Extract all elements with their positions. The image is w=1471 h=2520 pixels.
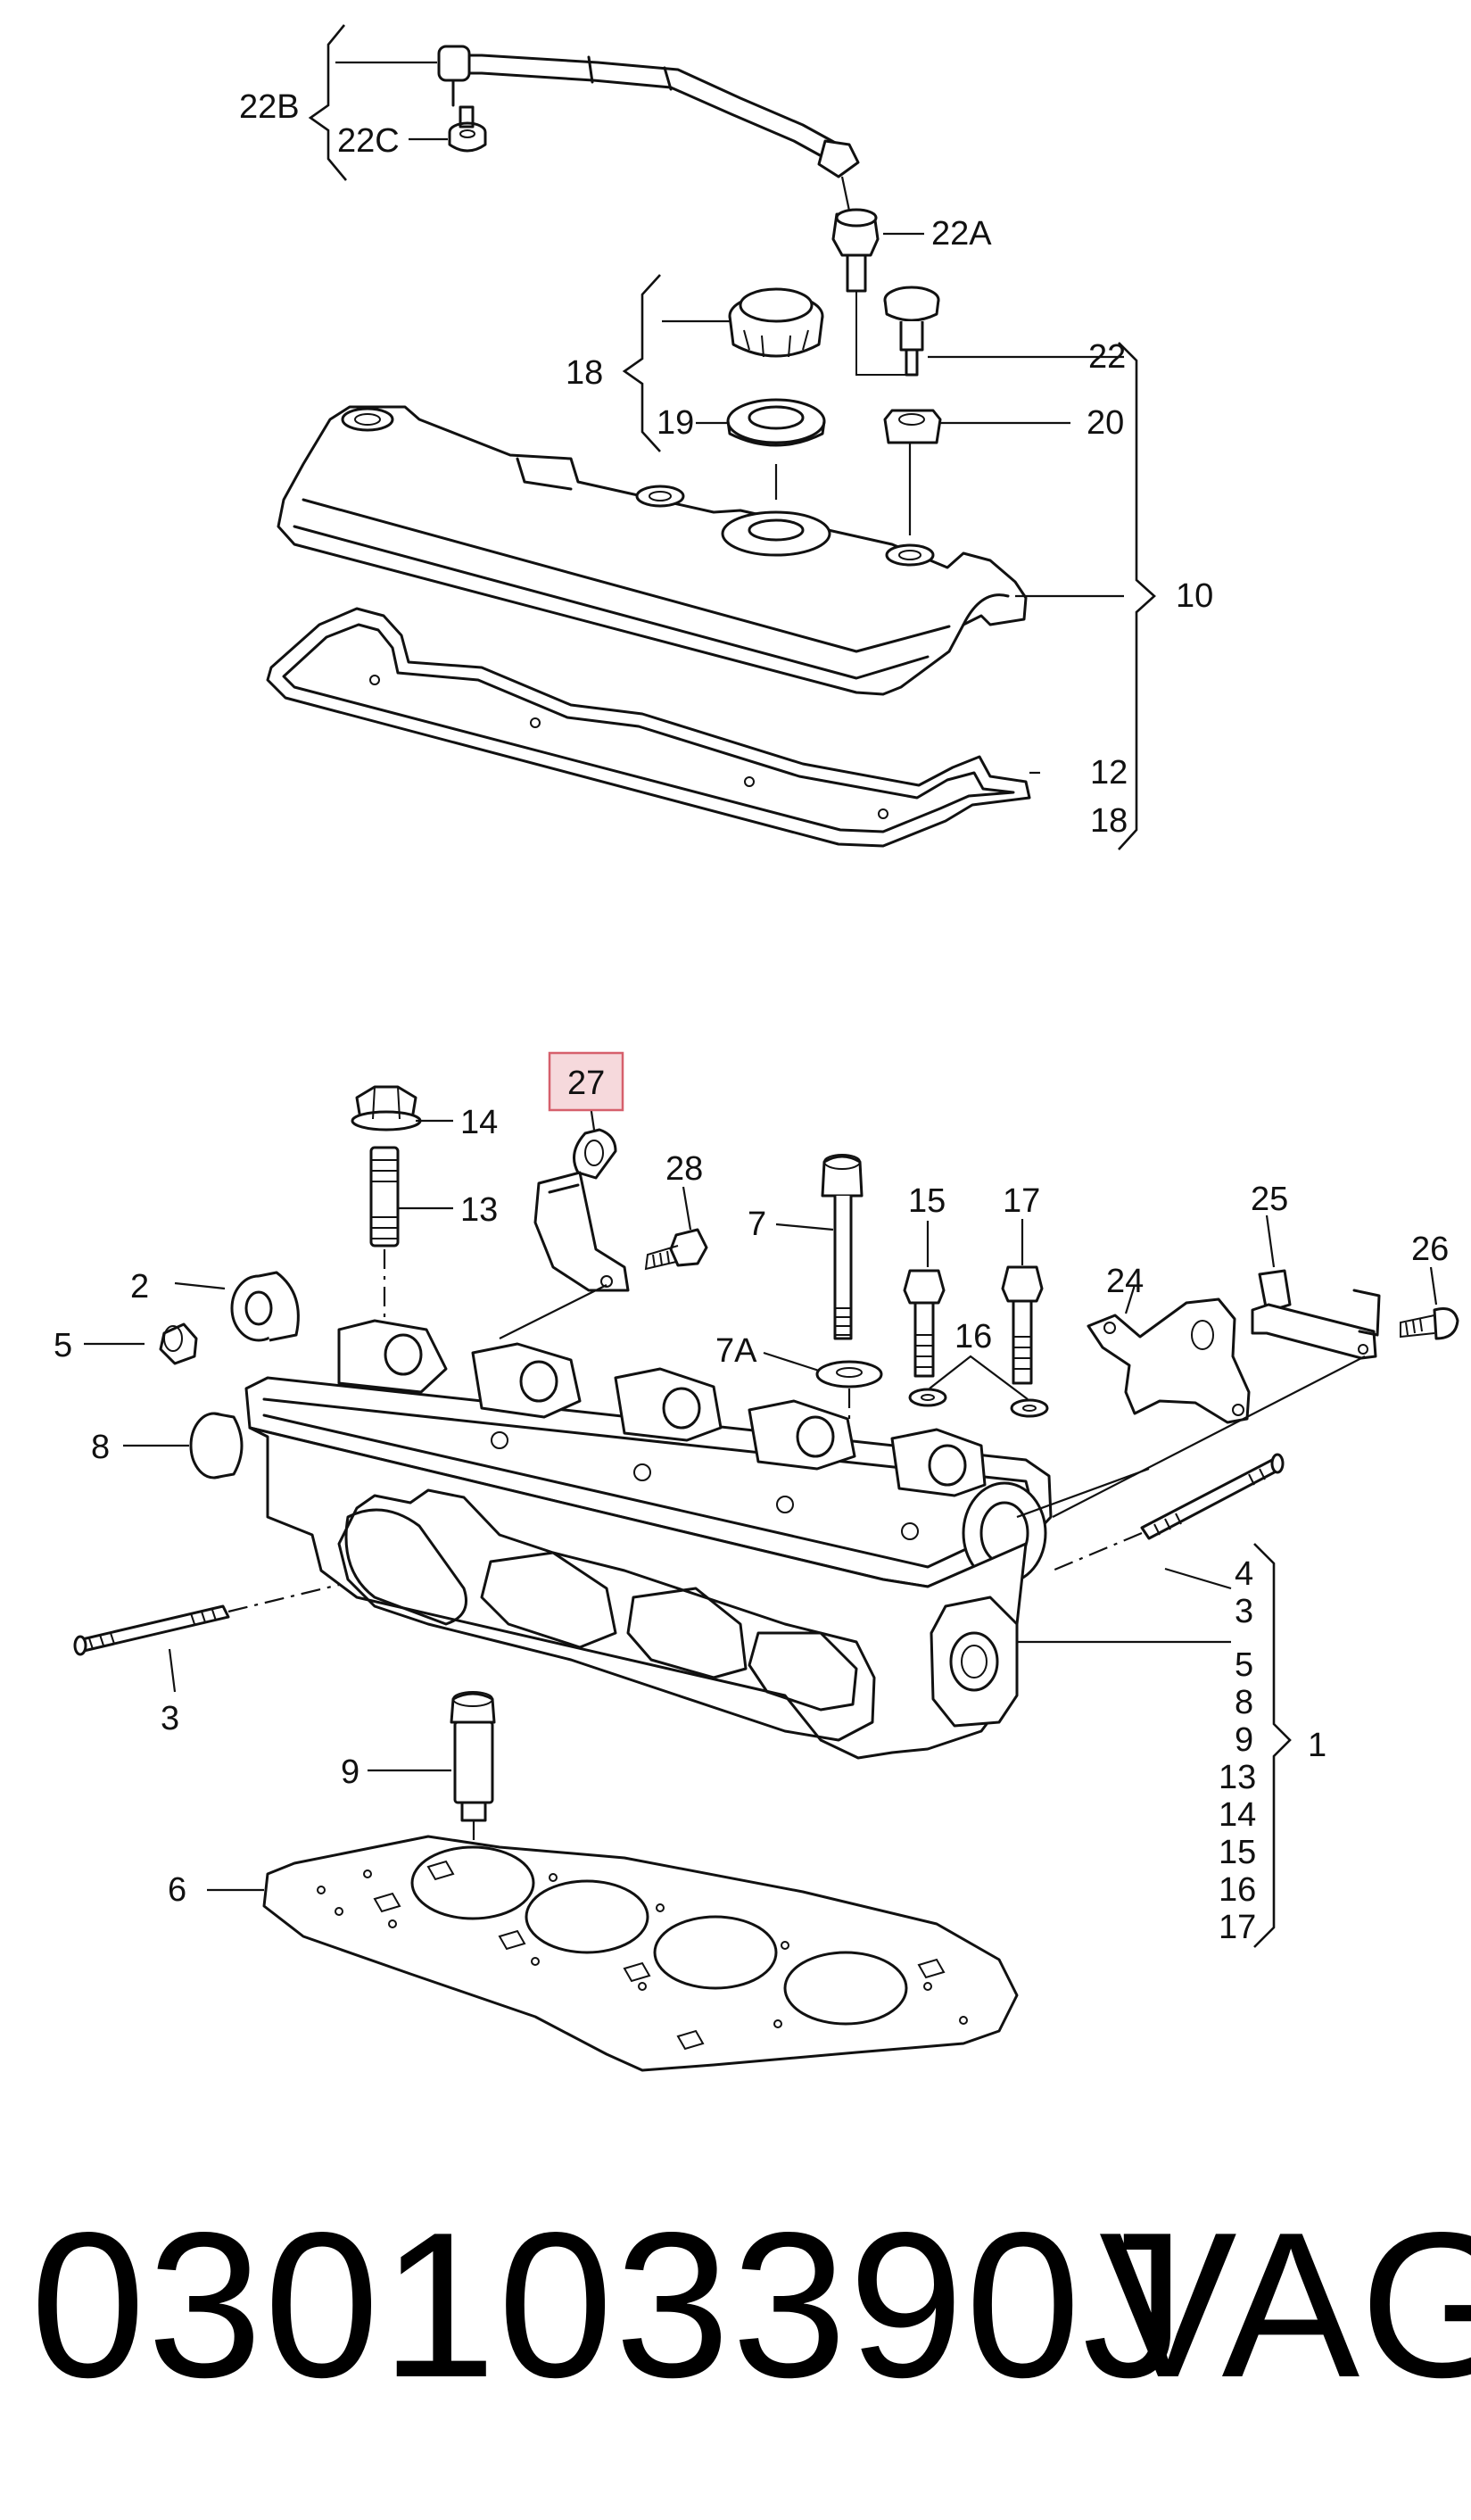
callout-22c: 22C bbox=[337, 122, 400, 160]
valve-guide-9 bbox=[450, 1691, 496, 1856]
bracket-24 bbox=[1087, 1297, 1251, 1424]
callout-2: 2 bbox=[130, 1268, 149, 1306]
callout-17: 17 bbox=[1003, 1182, 1040, 1220]
gasket-19 bbox=[726, 398, 826, 447]
grommet-20 bbox=[883, 409, 942, 444]
callout-5-right: 5 bbox=[1235, 1646, 1253, 1684]
callout-3-right: 3 bbox=[1235, 1593, 1253, 1630]
callout-18-upper: 18 bbox=[566, 354, 603, 392]
valve-cover-10 bbox=[277, 405, 1028, 696]
callout-12: 12 bbox=[1090, 754, 1128, 792]
callout-9: 9 bbox=[341, 1753, 359, 1791]
breather-plug-22 bbox=[883, 286, 940, 377]
bracket-25 bbox=[1251, 1269, 1381, 1360]
breather-hose-assembly bbox=[437, 45, 860, 211]
brand-name: VAG bbox=[1099, 2190, 1471, 2421]
callout-3-left: 3 bbox=[161, 1700, 179, 1737]
callout-15-right: 15 bbox=[1219, 1834, 1256, 1871]
bolt-15 bbox=[903, 1269, 946, 1378]
callout-8-right: 8 bbox=[1235, 1684, 1253, 1721]
bolt-7 bbox=[821, 1154, 864, 1340]
top-braces bbox=[308, 24, 1156, 850]
washers-16 bbox=[908, 1388, 1049, 1418]
callout-9-right: 9 bbox=[1235, 1721, 1253, 1759]
callout-15: 15 bbox=[908, 1182, 946, 1220]
callout-22b: 22B bbox=[239, 88, 300, 126]
top-leader-lines bbox=[335, 61, 1124, 775]
bottom-leader-lines bbox=[84, 1081, 1438, 1892]
nut-14 bbox=[351, 1085, 422, 1132]
head-gasket-6 bbox=[262, 1835, 1019, 2072]
callout-14: 14 bbox=[460, 1104, 498, 1141]
lifting-eye-27 bbox=[533, 1128, 630, 1292]
callout-19: 19 bbox=[657, 404, 694, 442]
oil-filler-cap-18 bbox=[728, 287, 824, 358]
highlight-box-27 bbox=[548, 1051, 624, 1112]
callout-1: 1 bbox=[1308, 1727, 1326, 1764]
callout-13-right: 13 bbox=[1219, 1759, 1256, 1796]
callout-17-right: 17 bbox=[1219, 1909, 1256, 1946]
stud-3-left bbox=[73, 1583, 340, 1656]
callout-5: 5 bbox=[54, 1327, 72, 1364]
callout-24: 24 bbox=[1106, 1263, 1144, 1300]
callout-27: 27 bbox=[567, 1065, 605, 1102]
callout-22: 22 bbox=[1088, 338, 1126, 376]
bolt-17 bbox=[1001, 1265, 1044, 1385]
sleeve-5 bbox=[159, 1322, 198, 1365]
part-number: 030103390J bbox=[30, 2190, 1188, 2421]
callout-8: 8 bbox=[91, 1429, 110, 1466]
bottom-brace bbox=[1253, 1543, 1292, 1948]
callout-7a: 7A bbox=[715, 1332, 757, 1370]
stud-4-right bbox=[1052, 1453, 1285, 1572]
callout-14-right: 14 bbox=[1219, 1796, 1256, 1834]
callout-22a: 22A bbox=[931, 215, 992, 253]
callout-4-right: 4 bbox=[1235, 1555, 1253, 1593]
breather-valve-22a bbox=[831, 208, 910, 376]
cylinder-head-1 bbox=[244, 1319, 1053, 1760]
callout-25: 25 bbox=[1251, 1181, 1288, 1218]
callout-6: 6 bbox=[168, 1871, 186, 1909]
seal-2 bbox=[230, 1271, 300, 1342]
callout-16-right: 16 bbox=[1219, 1871, 1256, 1909]
stud-13 bbox=[369, 1146, 400, 1339]
callout-18-lower: 18 bbox=[1090, 802, 1128, 840]
callout-labels: 22B 22C 22A 22 20 18 19 10 12 18 27 14 1… bbox=[54, 88, 1449, 1946]
valve-cover-gasket-12 bbox=[266, 607, 1031, 848]
callout-20: 20 bbox=[1087, 404, 1124, 442]
bolt-28 bbox=[644, 1228, 708, 1271]
plug-8 bbox=[189, 1412, 244, 1480]
callout-13: 13 bbox=[460, 1191, 498, 1229]
callout-10: 10 bbox=[1176, 577, 1213, 615]
callout-26: 26 bbox=[1411, 1231, 1449, 1268]
callout-28: 28 bbox=[665, 1150, 703, 1188]
bolt-26 bbox=[1400, 1307, 1459, 1340]
callout-16: 16 bbox=[954, 1318, 992, 1355]
callout-7: 7 bbox=[748, 1206, 766, 1243]
